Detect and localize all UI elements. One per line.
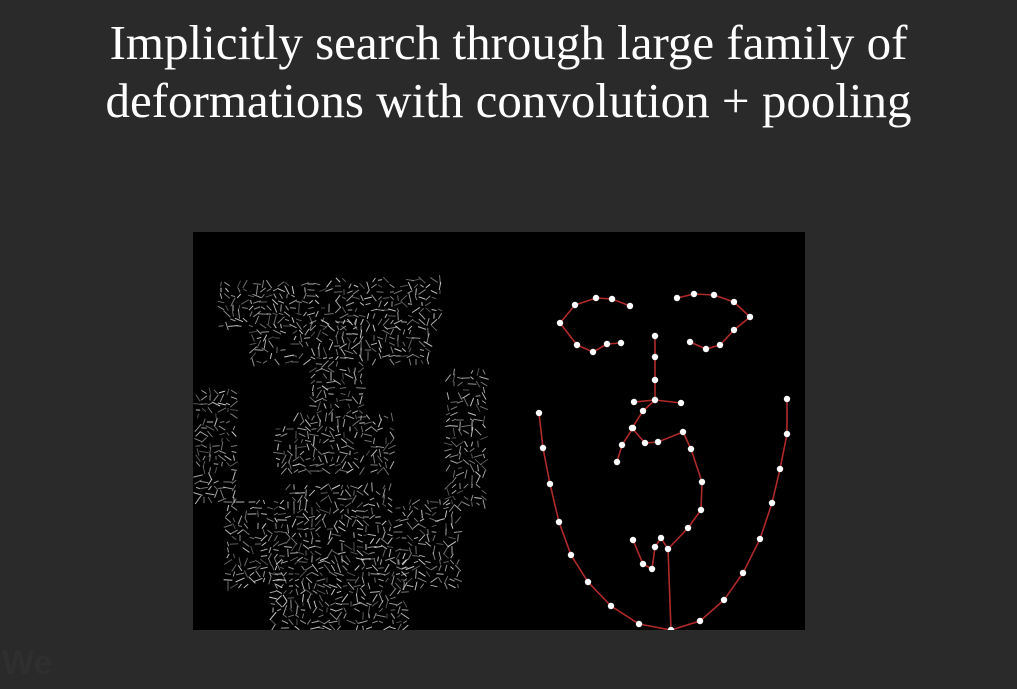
landmark-point bbox=[730, 326, 738, 334]
landmark-point bbox=[539, 444, 547, 452]
landmark-point bbox=[556, 319, 564, 327]
landmark-point bbox=[651, 332, 659, 340]
landmark-point bbox=[698, 478, 706, 486]
landmark-point bbox=[651, 543, 659, 551]
landmark-point bbox=[679, 428, 687, 436]
landmark-point bbox=[677, 399, 685, 407]
landmark-point bbox=[776, 465, 784, 473]
landmark-point bbox=[687, 445, 695, 453]
landmark-point bbox=[684, 524, 692, 532]
landmark-point bbox=[555, 518, 563, 526]
landmark-point bbox=[608, 295, 616, 303]
landmark-point bbox=[629, 536, 637, 544]
landmark-point bbox=[573, 341, 581, 349]
landmark-point bbox=[651, 353, 659, 361]
landmark-point bbox=[607, 602, 615, 610]
landmark-point bbox=[739, 569, 747, 577]
landmark-point bbox=[603, 340, 611, 348]
landmark-point bbox=[641, 439, 649, 447]
landmark-point bbox=[657, 534, 665, 542]
landmark-point bbox=[710, 291, 718, 299]
landmark-point bbox=[716, 341, 724, 349]
shape-edge-lip-line bbox=[667, 548, 672, 630]
face-deformation-figure bbox=[193, 232, 805, 630]
landmark-point bbox=[768, 499, 776, 507]
landmark-point bbox=[584, 578, 592, 586]
landmark-point bbox=[720, 596, 728, 604]
landmark-point bbox=[756, 535, 764, 543]
landmark-point bbox=[592, 294, 600, 302]
landmark-point bbox=[690, 290, 698, 298]
landmark-point bbox=[673, 294, 681, 302]
landmark-point bbox=[783, 430, 791, 438]
title-line-2: deformations with convolution + pooling bbox=[105, 73, 912, 128]
landmark-point bbox=[783, 395, 791, 403]
slide-title: Implicitly search through large family o… bbox=[0, 14, 1017, 130]
landmark-point bbox=[546, 480, 554, 488]
landmark-point bbox=[629, 424, 637, 432]
landmark-point bbox=[617, 339, 625, 347]
hog-face-descriptor-image bbox=[193, 275, 489, 630]
face-landmark-shape-model bbox=[535, 290, 791, 630]
landmark-point bbox=[651, 376, 659, 384]
landmark-point bbox=[626, 302, 634, 310]
hog-strokes bbox=[193, 275, 489, 630]
shape-edge-jaw bbox=[538, 399, 788, 630]
landmark-point bbox=[702, 345, 710, 353]
watermark: We bbox=[2, 644, 53, 682]
landmark-point bbox=[664, 545, 672, 553]
landmark-point bbox=[651, 396, 659, 404]
landmark-point bbox=[639, 407, 647, 415]
landmark-point bbox=[567, 551, 575, 559]
landmark-point bbox=[613, 458, 621, 466]
shape-edge-nose-loop bbox=[631, 399, 703, 571]
landmark-point bbox=[686, 338, 694, 346]
landmark-point bbox=[630, 398, 638, 406]
landmark-point bbox=[654, 438, 662, 446]
landmark-point bbox=[571, 301, 579, 309]
landmark-point bbox=[697, 506, 705, 514]
landmark-point bbox=[635, 620, 643, 628]
landmark-point bbox=[746, 313, 754, 321]
landmark-point bbox=[589, 348, 597, 356]
landmark-point bbox=[730, 298, 738, 306]
title-line-1: Implicitly search through large family o… bbox=[109, 15, 908, 70]
landmark-point bbox=[618, 441, 626, 449]
shape-edge-brow-left bbox=[559, 297, 631, 324]
landmark-point bbox=[667, 626, 675, 630]
landmark-point bbox=[535, 409, 543, 417]
shape-edge-brow-left-lower bbox=[559, 322, 622, 353]
landmark-point bbox=[639, 560, 647, 568]
landmark-point bbox=[648, 565, 656, 573]
landmark-point bbox=[696, 617, 704, 625]
